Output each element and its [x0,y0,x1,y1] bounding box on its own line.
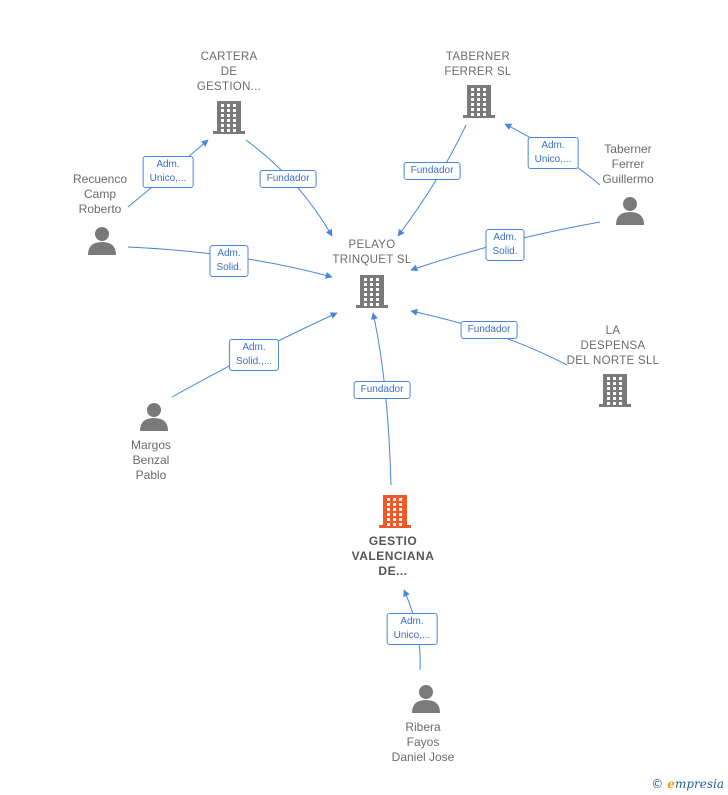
edge-label-e3[interactable]: Fundador [403,162,461,180]
node-label-margos[interactable]: Margos Benzal Pablo [130,438,172,482]
node-label-recuenco[interactable]: Recuenco Camp Roberto [72,172,128,216]
node-label-gestio[interactable]: GESTIO VALENCIANA DE... [351,534,435,578]
edge-e9 [370,312,392,486]
brand-logo: ©empresia [651,777,724,791]
edge-label-e9[interactable]: Fundador [353,381,411,399]
edge-label-e6[interactable]: Adm. Solid. [485,229,525,261]
cartera-building-icon[interactable] [213,101,245,134]
taberner-sl-building-icon[interactable] [463,85,495,118]
pelayo-building-icon[interactable] [356,275,388,308]
edge-e3 [397,124,467,237]
edge-label-e1[interactable]: Adm. Unico,... [142,156,194,188]
edge-label-e8[interactable]: Fundador [460,321,518,339]
edge-label-e10[interactable]: Adm. Unico,... [386,613,438,645]
edge-label-e4[interactable]: Adm. Unico,... [527,137,579,169]
icons-layer [88,85,644,713]
brand-initial: e [667,777,675,791]
recuenco-person-icon[interactable] [88,227,116,255]
taberner-person-person-icon[interactable] [616,197,644,225]
edge-label-e2[interactable]: Fundador [259,170,317,188]
edge-label-e5[interactable]: Adm. Solid. [209,245,249,277]
edge-e2 [245,139,333,237]
gestio-building-icon[interactable] [379,495,411,528]
edge-label-e7[interactable]: Adm. Solid.,... [228,339,280,371]
node-label-taberner-person[interactable]: Taberner Ferrer Guillermo [602,142,654,186]
node-label-pelayo[interactable]: PELAYO TRINQUET SL [332,239,412,266]
margos-person-icon[interactable] [140,403,168,431]
brand-name: mpresia [674,777,724,791]
node-label-cartera[interactable]: CARTERA DE GESTION... [196,51,262,93]
despensa-building-icon[interactable] [599,374,631,407]
node-label-ribera[interactable]: Ribera Fayos Daniel Jose [391,720,455,764]
ribera-person-icon[interactable] [412,685,440,713]
node-label-taberner-sl[interactable]: TABERNER FERRER SL [444,51,512,78]
copyright-symbol: © [651,777,664,791]
node-label-despensa[interactable]: LA DESPENSA DEL NORTE SLL [566,325,660,367]
